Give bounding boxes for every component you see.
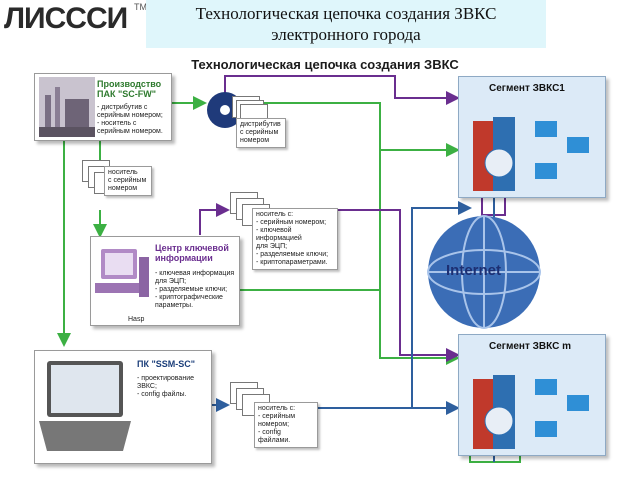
pk-box: ПК "SSM-SC" - проектирование ЗВКС; - con… — [34, 350, 212, 464]
factory-image — [39, 77, 95, 137]
key-center-list: - ключевая информация для ЭЦП; - разделя… — [155, 270, 237, 310]
config-note-line3: - config файлами. — [258, 429, 291, 444]
production-list: - дистрибутив с серийным номером; - носи… — [97, 104, 169, 136]
pk-title: ПК "SSM-SC" — [137, 359, 195, 369]
key-center-item-2: - криптографические параметры. — [155, 294, 223, 309]
production-box: Производство ПАК "SC-FW" - дистрибутив с… — [34, 73, 172, 141]
diagram-title: Технологическая цепочка создания ЗВКС — [191, 57, 459, 72]
logo-text: ЛИСССИ — [4, 2, 128, 35]
carrier-note-line1: с серийным — [108, 177, 147, 184]
blue-line-config-right — [318, 201, 472, 409]
carrier-note-line0: носитель — [108, 169, 138, 176]
carrier-note: носитель с серийным номером — [104, 166, 152, 196]
distributive-note: дистрибутив с серийным номером — [236, 118, 286, 148]
key-carrier-note-line3: для ЭЦП; — [256, 243, 288, 250]
production-item-0: - дистрибутив с серийным номером; — [97, 104, 163, 119]
production-title: Производство ПАК "SC-FW" — [97, 79, 161, 99]
key-center-title-line2: информации — [155, 253, 213, 263]
config-note-line0: носитель с: — [258, 405, 296, 412]
key-carrier-note-line2: - ключевой информацией — [256, 227, 302, 242]
internet-label: Internet — [446, 262, 502, 279]
slide-title-line1: Технологическая цепочка создания ЗВКС — [195, 4, 497, 23]
purple-line-key-right — [338, 209, 460, 362]
distributive-note-line0: дистрибутив — [240, 121, 281, 128]
distributive-note-line1: с серийным — [240, 129, 279, 136]
key-center-title: Центр ключевой информации — [155, 243, 229, 263]
key-center-title-line1: Центр ключевой — [155, 243, 229, 253]
purple-line-key — [199, 203, 230, 235]
key-carrier-note-line5: - криптопараметрами. — [256, 259, 328, 266]
hasp-label: Hasp — [128, 316, 145, 323]
production-title-line1: Производство — [97, 79, 162, 89]
key-carrier-note-line4: - разделяемые ключи; — [256, 251, 329, 258]
pk-item-0: - проектирование ЗВКС; — [137, 375, 194, 390]
distributive-note-line2: номером — [240, 137, 270, 144]
workstation-image — [95, 249, 149, 297]
company-logo: ЛИСССИ TM — [4, 2, 147, 38]
key-carrier-note-line1: - серийным номером; — [256, 219, 327, 226]
key-carrier-note-line0: носитель с: — [256, 211, 294, 218]
config-note: носитель с: - серийным номером; - config… — [254, 402, 318, 448]
laptop-image — [39, 361, 131, 451]
carrier-note-line2: номером — [108, 185, 138, 192]
production-title-line2: ПАК "SC-FW" — [97, 89, 156, 99]
segment-zvksm-title: Сегмент ЗВКС m — [489, 341, 571, 352]
segment-zvks1-title: Сегмент ЗВКС1 — [489, 83, 565, 94]
pk-list: - проектирование ЗВКС; - config файлы. — [137, 375, 209, 399]
slide-title-line2: электронного города — [271, 25, 421, 44]
config-note-line1: - серийным — [258, 413, 296, 420]
internet-globe-icon — [427, 215, 541, 329]
key-center-item-1: - разделяемые ключи; — [155, 286, 228, 293]
segment-zvksm-devices — [473, 375, 589, 449]
slide-title: Технологическая цепочка создания ЗВКС эл… — [146, 0, 546, 48]
key-center-box: Центр ключевой информации - ключевая инф… — [90, 236, 240, 326]
segment-zvksm: Сегмент ЗВКС m — [458, 334, 606, 456]
key-center-item-0: - ключевая информация для ЭЦП; — [155, 270, 235, 285]
pk-item-1: - config файлы. — [137, 391, 187, 398]
logo-trademark: TM — [134, 2, 147, 12]
segment-zvks1-devices — [473, 117, 589, 191]
config-note-line2: номером; — [258, 421, 290, 428]
production-item-1: - носитель с серийным номером. — [97, 120, 163, 135]
segment-zvks1: Сегмент ЗВКС1 — [458, 76, 606, 198]
key-carrier-note: носитель с: - серийным номером; - ключев… — [252, 208, 338, 270]
purple-line-dist — [224, 75, 460, 105]
